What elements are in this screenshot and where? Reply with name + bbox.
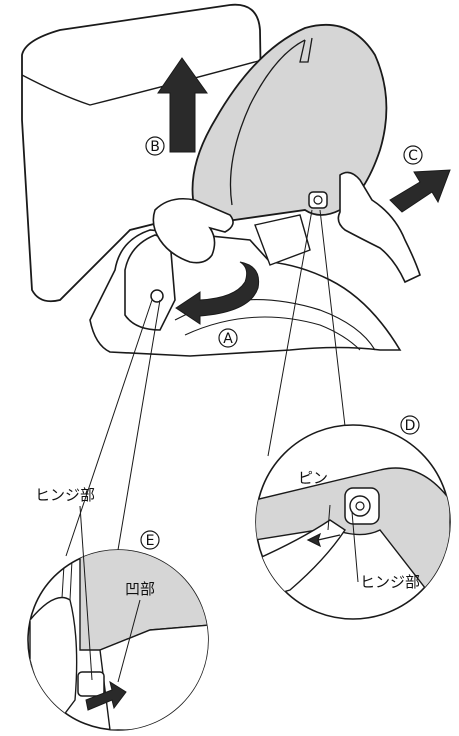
leader-hinge-left [79, 505, 93, 681]
cover-notch [299, 37, 313, 63]
marker-e: E [140, 530, 160, 550]
label-pin: ピン [298, 469, 328, 487]
cover-inner-edge [229, 39, 306, 206]
arrow-up [157, 57, 208, 153]
leader-recess [117, 599, 141, 683]
svg-text:E: E [146, 533, 155, 549]
callout-line-d [267, 209, 346, 457]
tank-edge [21, 59, 263, 106]
marker-a: A [218, 328, 238, 348]
marker-c: C [403, 145, 423, 165]
label-hinge-left: ヒンジ部 [35, 486, 95, 504]
left-hand [152, 197, 234, 264]
marker-b: B [145, 136, 165, 156]
leader-hinge-right [351, 511, 359, 583]
label-hinge-right: ヒンジ部 [360, 573, 420, 591]
detail-e [27, 549, 209, 731]
pin-center [313, 195, 323, 205]
right-hand [337, 171, 421, 284]
svg-text:A: A [223, 331, 233, 347]
svg-text:D: D [405, 418, 416, 434]
hinge-hole [150, 289, 164, 303]
arrow-rotate [175, 261, 260, 325]
hinge-mount-right [254, 214, 311, 266]
arrow-right [389, 169, 451, 213]
svg-text:B: B [150, 139, 160, 155]
marker-d: D [400, 415, 420, 435]
bowl-inner [184, 316, 361, 351]
svg-text:C: C [408, 148, 418, 164]
hinge-block [124, 234, 176, 331]
label-recess: 凹部 [125, 580, 155, 598]
